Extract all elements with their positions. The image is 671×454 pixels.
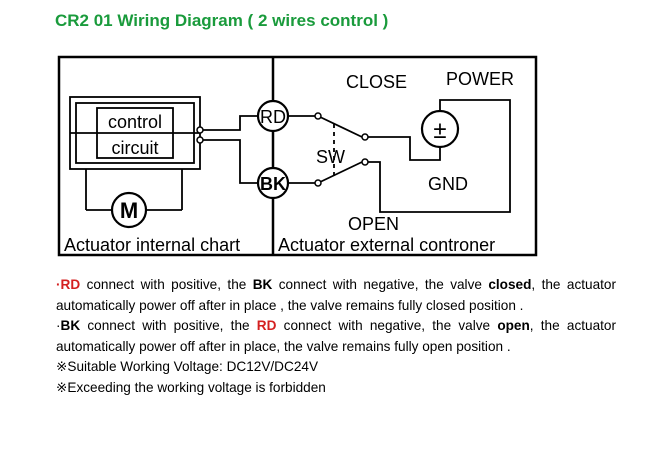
wiring-notes: ·RD connect with positive, the BK connec…: [56, 275, 616, 398]
battery-symbol: ±: [433, 117, 446, 144]
sw-label: SW: [316, 147, 345, 167]
motor-symbol: [110, 191, 148, 229]
diagram-title: CR2 01 Wiring Diagram ( 2 wires control …: [55, 11, 389, 30]
internal-chart-caption: Actuator internal chart: [64, 235, 240, 255]
close-label: CLOSE: [346, 72, 407, 92]
note-open: ·BK connect with positive, the RD connec…: [56, 318, 617, 354]
wiring-diagram: control circuit M RD BK: [57, 55, 538, 257]
motor-wiring: [85, 169, 183, 211]
gnd-label: GND: [428, 174, 468, 194]
external-wires: [288, 99, 511, 213]
circuit-label: circuit: [111, 138, 158, 158]
diagram-frame: [57, 55, 538, 257]
external-controller-caption: Actuator external controner: [278, 235, 495, 255]
control-circuit-box: [69, 96, 201, 170]
switch-contacts: [314, 112, 369, 187]
open-label: OPEN: [348, 214, 399, 234]
power-label: POWER: [446, 69, 514, 89]
internal-wires: [203, 115, 258, 184]
note-closed: ·RD connect with positive, the BK connec…: [56, 277, 617, 313]
power-source-symbol: [420, 109, 460, 149]
note-voltage-warning: ※Exceeding the working voltage is forbid…: [56, 379, 326, 395]
motor-label: M: [120, 198, 138, 223]
control-label: control: [108, 112, 162, 132]
note-working-voltage: ※Suitable Working Voltage: DC12V/DC24V: [56, 359, 319, 374]
rd-label: RD: [260, 107, 286, 127]
bk-label: BK: [260, 174, 286, 194]
